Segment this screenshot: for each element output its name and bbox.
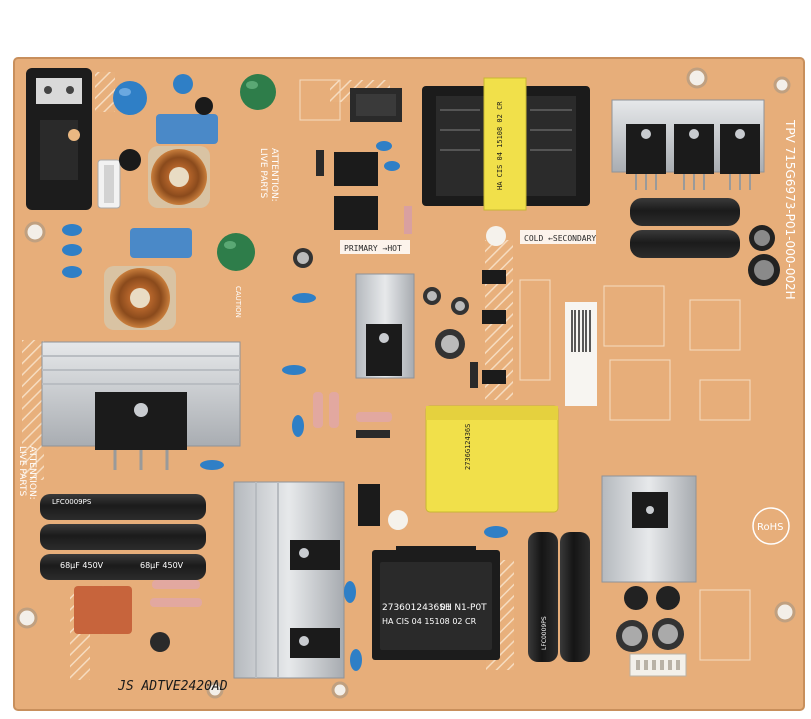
heatsink-small <box>355 273 415 379</box>
cold-secondary-label: COLD ←SECONDARY <box>520 230 596 244</box>
aux-transformer-label: 2736G12436S <box>464 424 472 470</box>
opto-ic <box>350 88 402 122</box>
vertical-cap-brand: LFC0009PS <box>541 616 548 650</box>
output-connector <box>629 653 687 677</box>
attention-text-top: ATTENTION: <box>269 148 279 202</box>
svg-text:RoHS: RoHS <box>757 522 783 533</box>
thermistor-green <box>240 74 276 110</box>
svg-text:PRIMARY →HOT: PRIMARY →HOT <box>344 244 402 253</box>
heatsink-pfc <box>41 341 241 470</box>
handwritten-marking: JS ADTVE2420AD <box>117 679 228 694</box>
y-capacitor-blue <box>173 74 193 94</box>
hatch-zone <box>95 72 115 112</box>
bulk-capacitor-bank <box>40 494 206 580</box>
common-mode-choke <box>148 146 210 208</box>
vertical-capacitors <box>528 532 590 662</box>
cap-rating-text: 68µF 450V <box>60 561 104 570</box>
pcb-edge <box>13 57 805 711</box>
svg-text:COLD ←SECONDARY: COLD ←SECONDARY <box>524 234 596 243</box>
common-mode-choke <box>104 266 176 330</box>
ac-input-connector <box>26 68 92 210</box>
small-transistor <box>150 632 170 652</box>
blue-ceramic-caps <box>200 141 508 671</box>
primary-hot-label: PRIMARY →HOT <box>340 240 410 254</box>
y-caps-left <box>62 224 82 278</box>
diodes <box>316 150 478 438</box>
varistor-blue <box>113 81 147 115</box>
fuse <box>97 159 121 209</box>
silkscreen-outlines <box>299 79 751 661</box>
bridge-ics <box>358 270 506 526</box>
resistors <box>150 580 202 607</box>
power-resistors <box>313 392 392 428</box>
aux-transformer <box>425 405 559 513</box>
heatsink-standby <box>601 475 697 583</box>
white-component <box>388 226 506 530</box>
thermistor-green <box>217 233 255 271</box>
small-black-caps <box>119 97 213 171</box>
small-electrolytic-caps <box>293 225 780 652</box>
heatsink-main-switch <box>233 481 345 679</box>
main-transformer <box>372 546 500 660</box>
heatsink-output <box>611 99 765 190</box>
transformer-label-3: HA CIS 04 15108 02 CR <box>382 617 477 626</box>
transformer-label-2: 01 N1-P0T <box>440 603 487 613</box>
live-parts-text-left: LIVE PARTS <box>17 446 27 496</box>
cap-brand-text: LFC0009PS <box>52 498 92 506</box>
barcode-label <box>565 302 597 406</box>
caution-text: CAUTION <box>234 286 242 318</box>
pfc-transformer-label: HA CIS 04 15108 02 CR <box>496 101 504 190</box>
attention-text-left: ATTENTION: <box>27 446 37 500</box>
cap-rating-text-2: 68µF 450V <box>140 561 184 570</box>
output-capacitors <box>630 198 740 258</box>
to220-transistor <box>334 152 378 230</box>
hatch-zone <box>22 340 44 480</box>
rohs-mark: RoHS <box>752 507 790 545</box>
live-parts-text-top: LIVE PARTS <box>258 148 268 198</box>
x-capacitor-blue <box>130 114 218 258</box>
film-capacitor <box>74 586 132 634</box>
transformer-label-1: 2736012436SH <box>382 603 452 613</box>
pfc-transformer <box>422 77 590 211</box>
part-number-text: TPV 715G6973-P01-000-002H <box>783 119 797 300</box>
